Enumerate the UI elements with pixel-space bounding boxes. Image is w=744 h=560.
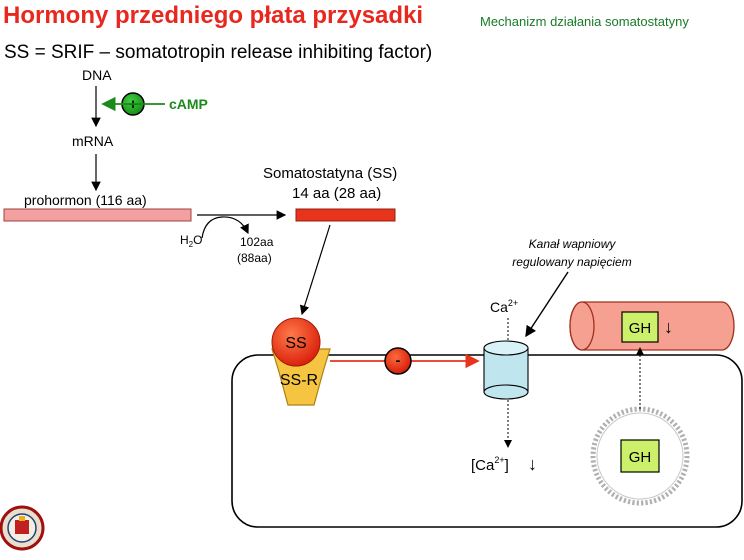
gh-decrease-arrow: ↓ — [664, 317, 673, 337]
university-seal-logo — [0, 505, 45, 551]
cleavage-curve-arrow — [201, 216, 249, 239]
gh-vesicle-label: GH — [629, 449, 652, 466]
prohormone-label: prohormon (116 aa) — [24, 192, 147, 208]
minus-sign: - — [396, 352, 401, 368]
page-subtitle: Mechanizm działania somatostatyny — [480, 14, 689, 29]
channel-label-2: regulowany napięciem — [512, 255, 631, 269]
dna-label: DNA — [82, 67, 112, 83]
ss-to-receptor-arrow — [299, 224, 331, 316]
gh-vessel-box — [621, 311, 659, 343]
channel-callout-arrow — [525, 271, 569, 338]
camp-label: cAMP — [169, 96, 208, 112]
water-label: H2O — [180, 233, 202, 249]
calcium-channel-bottom — [483, 384, 529, 400]
ss-definition: SS = SRIF – somatotropin release inhibit… — [4, 42, 433, 63]
minus-circle-icon — [384, 347, 412, 375]
ss-molecule-circle — [271, 317, 321, 367]
ca-intracellular-label: [Ca2+] — [471, 455, 509, 474]
blood-vessel-end — [569, 301, 595, 351]
mrna-label: mRNA — [72, 133, 114, 149]
receptor-label: SS-R — [280, 372, 318, 389]
channel-label-1: Kanał wapniowy — [529, 237, 617, 251]
somatostatin-label: Somatostatyna (SS) — [263, 165, 397, 182]
calcium-channel-top — [483, 340, 529, 356]
ss-molecule-label: SS — [285, 335, 306, 352]
somatostatin-bar — [295, 208, 396, 222]
cleaved-fragment-label-2: (88aa) — [237, 251, 272, 265]
gh-vessel-label: GH — [629, 320, 652, 337]
ca-extracellular-label: Ca2+ — [490, 298, 518, 315]
gh-vesicle-box — [620, 439, 660, 473]
cleaved-fragment-label-1: 102aa — [240, 235, 274, 249]
page-title: Hormony przedniego płata przysadki — [3, 2, 424, 29]
ca-decrease-arrow: ↓ — [528, 454, 537, 474]
prohormone-bar — [3, 208, 192, 222]
somatostatin-aa-label: 14 aa (28 aa) — [292, 185, 381, 202]
